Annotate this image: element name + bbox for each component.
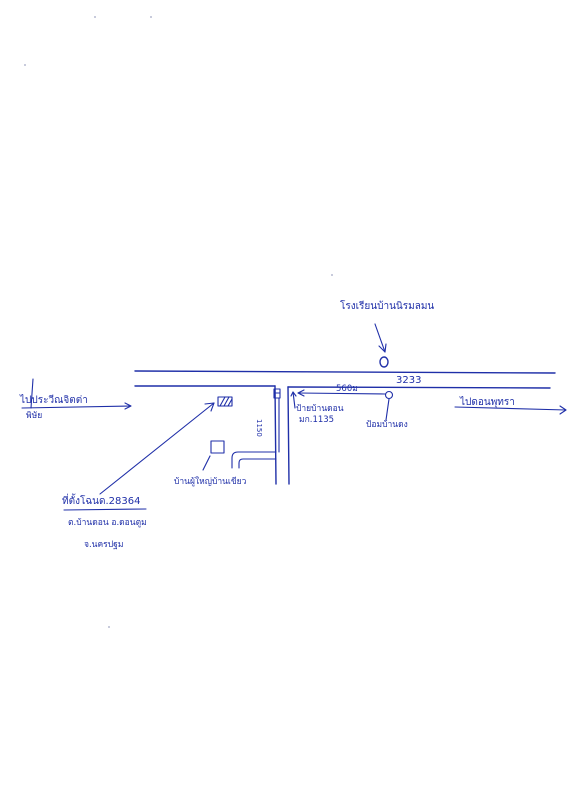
- house-pointer: [202, 455, 211, 471]
- post-circle: [384, 390, 394, 400]
- land-parcel-hatch: [219, 396, 233, 407]
- distance-arrow-head-left: [297, 389, 305, 397]
- main-road-bottom-edge-right: [287, 386, 551, 389]
- school-pointer-head: [378, 343, 387, 353]
- sign-pointer: [292, 391, 296, 409]
- paper-speck: [150, 16, 152, 18]
- house-square: [210, 440, 225, 454]
- main-road-top-edge: [134, 370, 556, 374]
- post-pointer: [385, 398, 390, 421]
- paper-speck: [108, 626, 110, 628]
- sign-pointer-head: [290, 391, 297, 397]
- left-direction-arrow-head: [124, 402, 132, 410]
- marker-left-sublabel: มก.1135: [299, 415, 335, 425]
- site-pointer: [99, 402, 215, 495]
- left-direction-sublabel: พิษัย: [26, 411, 43, 421]
- side-road-right-edge: [287, 386, 290, 485]
- marker-right-label: ป้อมบ้านดง: [366, 420, 408, 430]
- distance-arrow: [297, 392, 386, 395]
- distance-side-label: 1150: [255, 419, 263, 437]
- side-road-left-edge: [274, 385, 277, 485]
- house-label: บ้านผู้ใหญ่บ้านเขียว: [174, 477, 247, 487]
- left-direction-tick: [30, 378, 34, 409]
- paper-speck: [94, 16, 96, 18]
- school-label: โรงเรียนบ้านนิรมลมน: [340, 301, 435, 312]
- school-circle: [379, 356, 389, 368]
- distance-right-label: 560ม: [336, 384, 358, 394]
- site-pointer-head: [204, 402, 215, 412]
- left-direction-arrow: [21, 405, 131, 409]
- lane-bottom-edge: [238, 458, 277, 469]
- marker-left-label: ป้ายบ้านดอน: [296, 404, 344, 414]
- site-title-label: ที่ตั้งโฉนด.28364: [62, 496, 141, 507]
- lane-top-edge: [231, 451, 277, 469]
- right-direction-arrow: [454, 406, 567, 411]
- left-direction-label: ไปประวีณจิตต่า: [20, 395, 88, 406]
- right-direction-arrow-head: [559, 405, 567, 415]
- paper-speck: [24, 64, 26, 66]
- road-number-label: 3233: [396, 375, 422, 386]
- site-address-line-1: ต.บ้านดอน อ.ดอนตูม: [68, 518, 147, 528]
- site-address-line-2: จ.นครปฐม: [84, 540, 124, 550]
- site-title-underline: [63, 508, 147, 511]
- school-pointer: [374, 323, 386, 353]
- right-direction-label: ไปดอนพุทรา: [460, 397, 515, 408]
- paper-speck: [331, 274, 333, 276]
